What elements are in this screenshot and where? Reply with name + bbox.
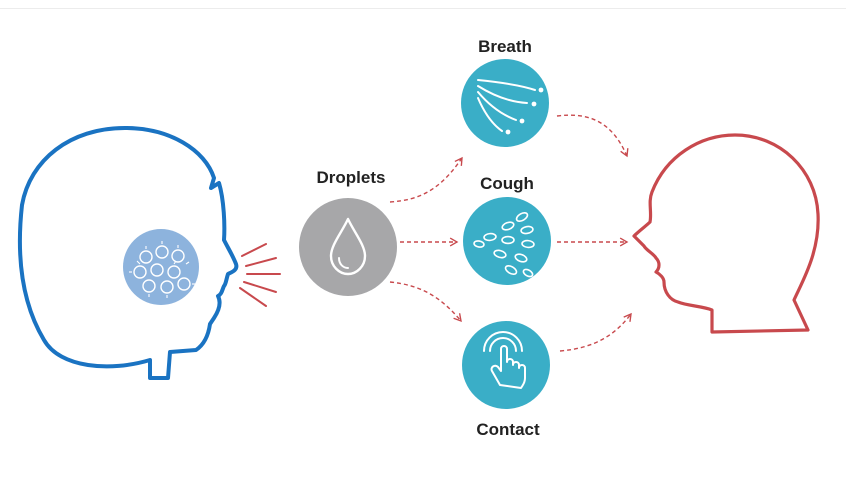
- cough-circle: [463, 197, 551, 285]
- target-head: [632, 133, 820, 334]
- touch-hand-icon: [483, 331, 526, 389]
- cough-label: Cough: [480, 174, 534, 193]
- contact-circle: [462, 321, 550, 409]
- droplets-circle: [299, 198, 397, 296]
- virus-cluster-icon: [129, 241, 195, 298]
- exhale-lines: [239, 243, 281, 307]
- water-drop-icon: [329, 217, 367, 276]
- droplets-label: Droplets: [316, 168, 386, 187]
- drop-highlight: [338, 257, 349, 269]
- target-arrows: [556, 114, 632, 352]
- virus-circle: [123, 229, 199, 305]
- contact-label: Contact: [476, 420, 540, 439]
- top-divider: [0, 8, 846, 9]
- source-head: [17, 126, 239, 380]
- breath-label: Breath: [478, 37, 532, 56]
- route-arrows: [389, 156, 463, 323]
- air-dots: [505, 87, 544, 135]
- air-streams-icon: [477, 79, 536, 132]
- spray-particles-icon: [473, 211, 535, 278]
